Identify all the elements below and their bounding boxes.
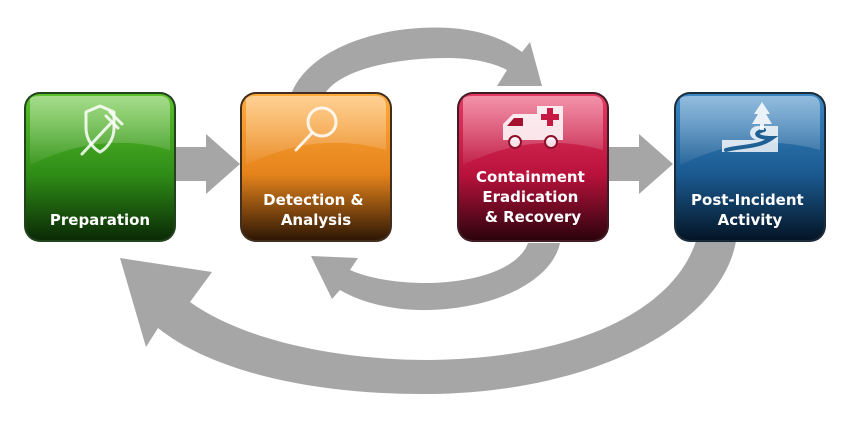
step-containment-eradication-recovery: Containment Eradication & Recovery	[457, 92, 609, 242]
step-label-line: Preparation	[50, 211, 150, 229]
arrow-preparation-to-detection	[176, 134, 240, 194]
step-preparation: Preparation	[24, 92, 176, 242]
arrow-containment-to-postincident	[609, 134, 673, 194]
shield-syringe-icon	[80, 104, 124, 156]
step-label-line: & Recovery	[485, 208, 582, 226]
step-label-line: Activity	[718, 211, 783, 229]
arrow-detection-to-containment	[292, 27, 542, 92]
step-cards: Preparation Detection & Analysis	[24, 92, 826, 242]
step-preparation-label: Preparation	[50, 211, 150, 229]
step-detection-analysis: Detection & Analysis	[240, 92, 392, 242]
step-label-line: Containment	[476, 168, 585, 186]
step-post-incident-activity: Post-Incident Activity	[674, 92, 826, 242]
arrows	[120, 27, 736, 395]
step-postincident-label: Post-Incident Activity	[691, 191, 809, 229]
arrow-postincident-to-preparation	[120, 241, 736, 395]
step-label-line: Detection &	[263, 191, 363, 209]
step-label-line: Post-Incident	[691, 191, 804, 209]
arrow-containment-to-detection	[311, 243, 560, 311]
magnifier-icon	[294, 106, 338, 152]
tree-road-icon	[722, 102, 779, 152]
ambulance-icon	[503, 106, 563, 149]
step-label-line: Eradication	[482, 188, 578, 206]
step-label-line: Analysis	[281, 211, 351, 229]
step-containment-label: Containment Eradication & Recovery	[476, 168, 590, 226]
step-detection-label: Detection & Analysis	[263, 191, 369, 229]
